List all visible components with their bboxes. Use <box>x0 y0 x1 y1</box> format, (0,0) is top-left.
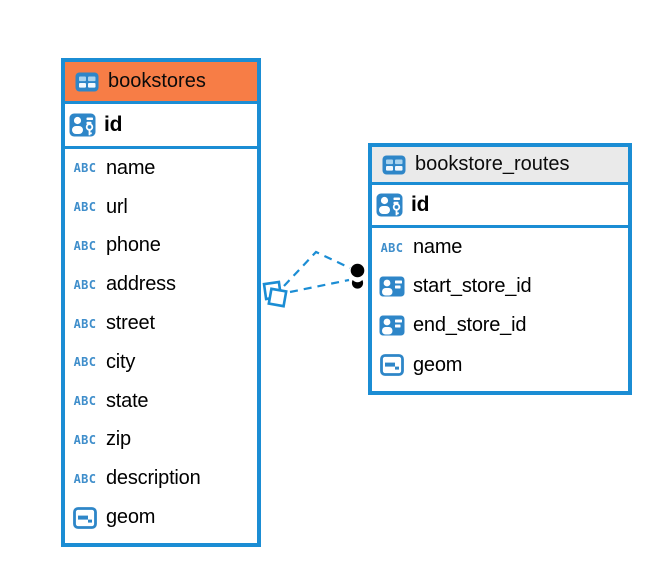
column-name: description <box>106 467 201 490</box>
column-name: url <box>106 195 128 218</box>
column-row-city[interactable]: ABC city <box>65 343 257 382</box>
text-type-icon: ABC <box>73 471 97 487</box>
table-header[interactable]: bookstore_routes <box>372 147 628 185</box>
text-type-icon: ABC <box>73 355 97 370</box>
primary-key-icon <box>69 113 97 137</box>
column-row-phone[interactable]: ABC phone <box>65 227 257 266</box>
many-end-marker <box>262 280 288 308</box>
column-row-start-store-id[interactable]: start_store_id <box>372 267 628 306</box>
text-type-icon: ABC <box>73 316 97 331</box>
column-name: address <box>106 273 176 296</box>
column-row-description[interactable]: ABC description <box>65 459 257 498</box>
column-name: state <box>106 389 149 412</box>
column-name: geom <box>106 506 156 529</box>
column-row-geom[interactable]: geom <box>372 346 628 385</box>
text-type-icon: ABC <box>73 277 97 293</box>
table-icon <box>382 155 406 175</box>
column-row-name[interactable]: ABC name <box>65 149 257 188</box>
text-type-icon: ABC <box>380 240 404 255</box>
column-name: name <box>413 236 463 259</box>
text-type-icon: ABC <box>73 161 97 176</box>
table-icon <box>75 72 99 92</box>
table-name: bookstore_routes <box>415 153 570 175</box>
column-name: start_store_id <box>413 275 532 298</box>
reference-id-icon <box>376 276 408 297</box>
column-name: id <box>411 193 430 216</box>
column-row-address[interactable]: ABC address <box>65 265 257 304</box>
text-type-icon: ABC <box>73 199 97 215</box>
column-row-street[interactable]: ABC street <box>65 304 257 343</box>
column-name: street <box>106 312 155 335</box>
column-name: phone <box>106 234 161 257</box>
primary-key-icon <box>376 193 404 217</box>
column-name: zip <box>106 428 131 451</box>
table-name: bookstores <box>108 70 206 92</box>
column-row-zip[interactable]: ABC zip <box>65 421 257 460</box>
table-bookstore-routes[interactable]: bookstore_routes id ABC name <box>368 143 632 395</box>
column-row-url[interactable]: ABC url <box>65 188 257 227</box>
table-header[interactable]: bookstores <box>65 62 257 104</box>
column-name: end_store_id <box>413 314 527 337</box>
column-name: id <box>104 113 123 136</box>
geometry-type-icon <box>376 354 408 377</box>
relationship-line[interactable] <box>283 250 351 294</box>
column-row-id[interactable]: id <box>65 104 257 149</box>
text-type-icon: ABC <box>73 393 97 409</box>
column-name: name <box>106 156 156 179</box>
reference-id-icon <box>376 315 408 336</box>
column-row-name[interactable]: ABC name <box>372 228 628 267</box>
column-row-geom[interactable]: geom <box>65 498 257 537</box>
table-bookstores[interactable]: bookstores id ABC name A <box>61 58 261 547</box>
text-type-icon: ABC <box>73 432 97 448</box>
one-end-marker <box>350 263 365 289</box>
geometry-type-icon <box>69 506 101 529</box>
column-name: city <box>106 350 136 373</box>
column-row-end-store-id[interactable]: end_store_id <box>372 306 628 345</box>
text-type-icon: ABC <box>73 238 97 254</box>
column-name: geom <box>413 353 463 376</box>
column-row-id[interactable]: id <box>372 185 628 228</box>
column-row-state[interactable]: ABC state <box>65 382 257 421</box>
